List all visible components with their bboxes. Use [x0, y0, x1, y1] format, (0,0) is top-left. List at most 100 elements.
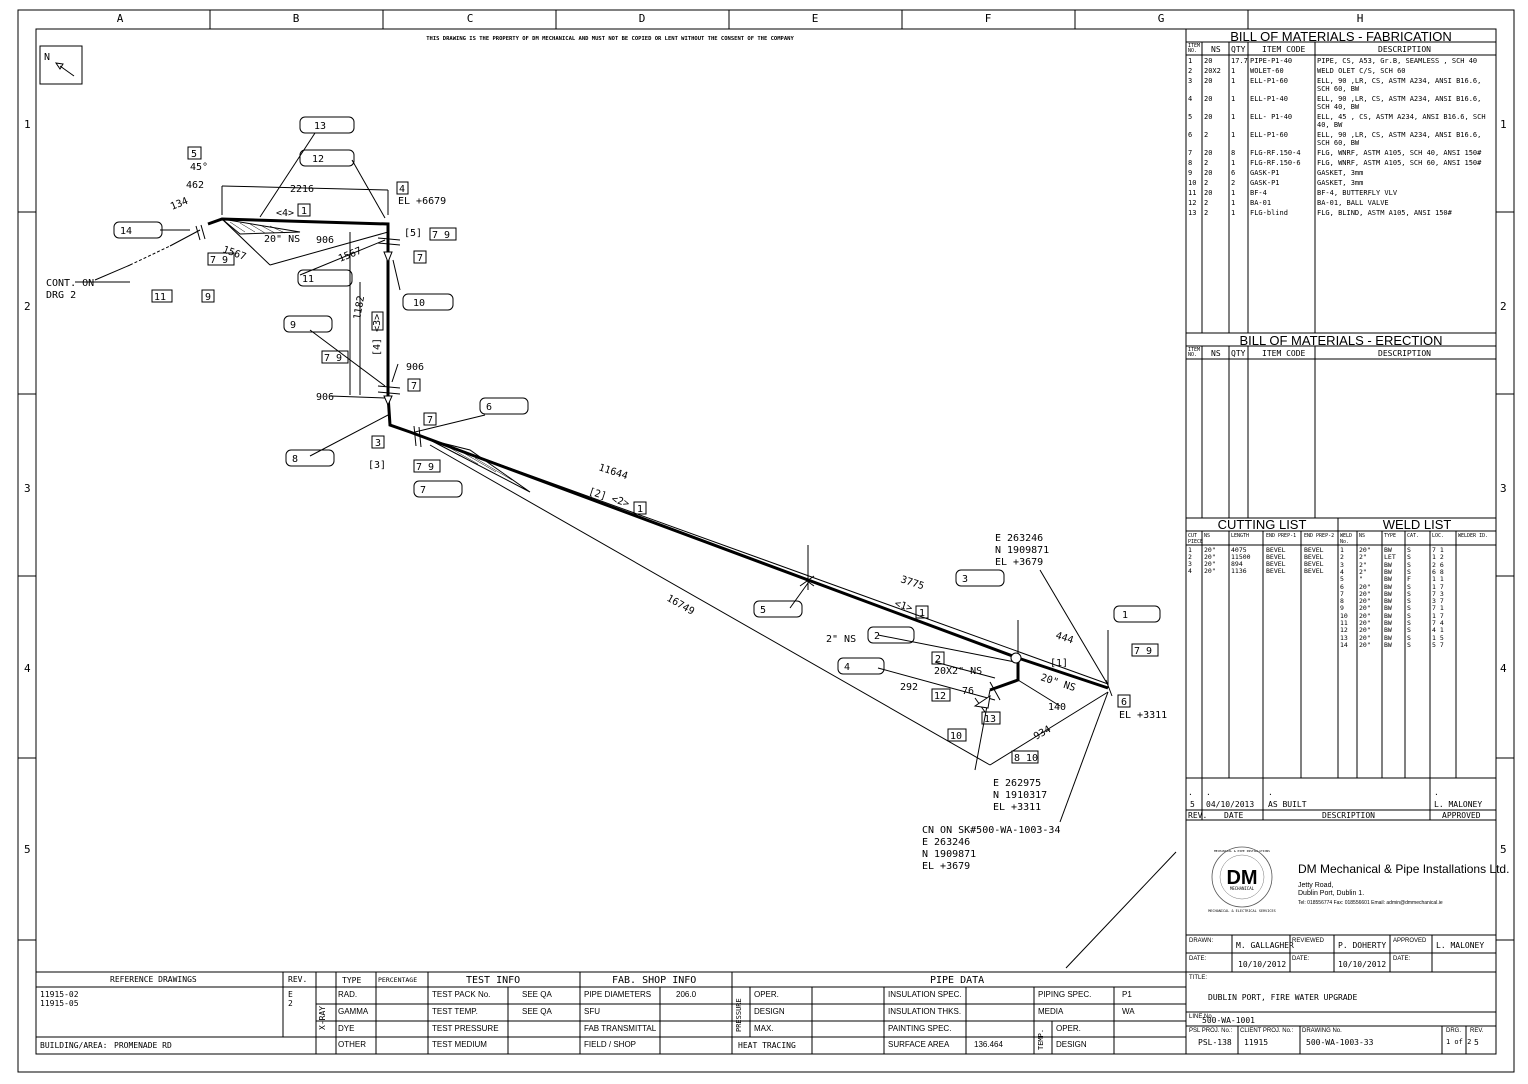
bom-fab-cell: 1: [1231, 113, 1236, 121]
row-label-4-right: 4: [1500, 662, 1507, 675]
weld-cell: BW: [1384, 546, 1392, 554]
weld-cell: 20": [1359, 604, 1371, 613]
bom-fab-h-desc: DESCRIPTION: [1378, 45, 1431, 54]
rev-blank-1: .: [1188, 788, 1193, 797]
item-box-7b: 7: [411, 381, 417, 392]
fab-label: SFU: [584, 1007, 600, 1016]
bom-fab-cell: 1: [1231, 199, 1236, 207]
tb-reviewed-label: REVIEWED: [1292, 938, 1325, 944]
weld-cell: 5: [1340, 575, 1344, 584]
bom-fab-cell: 6: [1188, 131, 1193, 139]
item-box-1b: 1: [637, 504, 643, 515]
bom-erect-h-item: ITEM NO.: [1188, 347, 1201, 358]
dim-140: 140: [1048, 702, 1066, 713]
bom-fab-cell: GASKET, 3mm: [1317, 169, 1364, 177]
tb-client-label: CLIENT PROJ. No.:: [1240, 1028, 1294, 1034]
item-box-4: 4: [399, 184, 405, 195]
bom-fab-cell: 3: [1188, 77, 1193, 85]
tb-psl: PSL-138: [1198, 1038, 1232, 1047]
test-label: TEST MEDIUM: [432, 1040, 487, 1049]
weld-cell: 14: [1340, 640, 1348, 649]
weld-cell: 20": [1359, 546, 1371, 554]
row-label-5-right: 5: [1500, 843, 1507, 856]
logo-text: DM: [1226, 867, 1257, 889]
test-label: TEST PACK No.: [432, 990, 491, 999]
bom-fab-cell: 8: [1231, 149, 1236, 157]
rev-h-rev: REV.: [1188, 811, 1208, 820]
bom-fab-cell: BA-01, BALL VALVE: [1317, 199, 1389, 207]
col-label-f: F: [985, 12, 992, 25]
coord-a-e: E 263246: [995, 533, 1043, 544]
company-addr1: Jetty Road,: [1298, 882, 1334, 889]
col-label-a: A: [117, 12, 124, 25]
cutting-cell: 1: [1188, 546, 1192, 554]
bom-fab-cell: PIPE-P1-40: [1250, 57, 1293, 65]
weld-cell: 1 2: [1432, 553, 1444, 562]
dim-934: 934: [1032, 724, 1053, 743]
building-label: BUILDING/AREA:: [40, 1041, 108, 1050]
tb-approved: L. MALONEY: [1436, 941, 1485, 950]
col-label-d: D: [639, 12, 646, 25]
item-box-7c: 7: [427, 415, 433, 426]
rev-blank-3: .: [1268, 788, 1273, 797]
rev-date: 04/10/2013: [1206, 800, 1255, 809]
weld-cell: 3 7: [1432, 597, 1444, 606]
item-box-79b: 7 9: [432, 230, 450, 241]
coord-a-n: N 1909871: [995, 545, 1049, 556]
cutting-header: END PREP-1: [1266, 533, 1297, 539]
weld-cell: 13: [1340, 633, 1348, 642]
weld-cell: S: [1407, 604, 1411, 613]
weld-cell: 7 1: [1432, 604, 1444, 613]
fab-value: 206.0: [676, 990, 697, 999]
temp-row: OPER.: [1056, 1024, 1081, 1033]
weld-header: WELDER ID.: [1458, 533, 1489, 539]
test-label: TEST TEMP.: [432, 1007, 478, 1016]
tb-rev: 5: [1474, 1038, 1479, 1047]
test-type: DYE: [338, 1024, 355, 1033]
logo-ring-text: MECHANICAL & PIPE INSTALLATIONS: [1214, 849, 1270, 853]
callout-10: 10: [413, 298, 425, 309]
label-el6679: EL +6679: [398, 196, 446, 207]
pipe-data-label: PAINTING SPEC.: [888, 1024, 952, 1033]
tb-date-2: 10/10/2012: [1338, 960, 1387, 969]
dim-3775: 3775: [899, 574, 925, 592]
angle-45: 45°: [190, 162, 208, 173]
col-label-h: H: [1357, 12, 1364, 25]
bom-fab-cell: 1: [1231, 209, 1236, 217]
connect-ref: CN ON SK#500-WA-1003-34: [922, 825, 1060, 836]
tb-drawing: 500-WA-1003-33: [1306, 1038, 1374, 1047]
item-box-10: 10: [950, 731, 962, 742]
bom-fab-cell: ELL, 90 ,LR, CS, ASTM A234, ANSI B16.6, …: [1317, 131, 1482, 147]
weld-cell: S: [1407, 626, 1411, 635]
bom-fab-cell: 13: [1188, 209, 1197, 217]
company-addr2: Dublin Port, Dublin 1.: [1298, 890, 1365, 897]
rev-h-desc: DESCRIPTION: [1322, 811, 1375, 820]
bom-fab-cell: 12: [1188, 199, 1197, 207]
bom-fab-cell: 1: [1231, 95, 1236, 103]
weld-cell: BW: [1384, 626, 1392, 635]
callout-5: 5: [760, 605, 766, 616]
cutting-cell: BEVEL: [1266, 560, 1286, 568]
callout-1: 1: [1122, 610, 1128, 621]
weld-header: NS: [1359, 533, 1366, 539]
weld-cell: BW: [1384, 589, 1392, 598]
callout-14: 14: [120, 226, 132, 237]
item-box-6: 6: [1121, 697, 1127, 708]
weld-cell: S: [1407, 611, 1411, 620]
bom-fab-cell: 1: [1231, 189, 1236, 197]
weld-cell: 7 1: [1432, 546, 1444, 554]
weld-cell: BW: [1384, 560, 1392, 569]
bom-fab-cell: FLG-RF.150-6: [1250, 159, 1301, 167]
bom-fab-cell: 20: [1204, 57, 1213, 65]
rev-blank-4: .: [1434, 788, 1439, 797]
bom-fab-cell: 1: [1188, 57, 1193, 65]
connect-n: N 1909871: [922, 849, 976, 860]
cutting-header: CUT PIECE: [1188, 533, 1204, 545]
tb-psl-label: PSL PROJ. No.:: [1189, 1028, 1233, 1034]
weld-cell: S: [1407, 589, 1411, 598]
weld-cell: BW: [1384, 567, 1392, 576]
item-box-810: 8 10: [1014, 753, 1038, 764]
weld-cell: 2": [1359, 560, 1367, 569]
weld-cell: 6 8: [1432, 567, 1444, 576]
item-box-79d: 7 9: [416, 462, 434, 473]
